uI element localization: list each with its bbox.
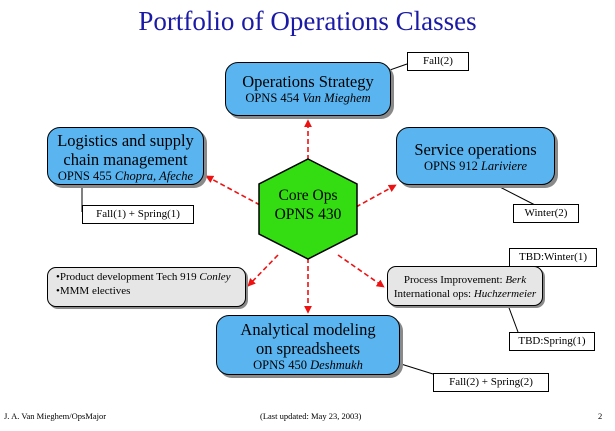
analytical-schedule-note: Fall(2) + Spring(2) (433, 373, 549, 392)
footer-last-updated: (Last updated: May 23, 2003) (260, 411, 362, 421)
logistics-box[interactable]: Logistics and supply chain management OP… (47, 127, 204, 185)
core-label: Core Ops OPNS 430 (258, 186, 358, 224)
process-box[interactable]: Process Improvement: Berk International … (387, 266, 543, 306)
analytical-code: OPNS 450 (253, 358, 307, 372)
logistics-code: OPNS 455 (57, 169, 112, 183)
electives-item1-instructor: Conley (199, 271, 231, 283)
service-box[interactable]: Service operations OPNS 912 Lariviere (396, 127, 555, 185)
logistics-instructor: Chopra, Afeche (114, 169, 194, 183)
service-code: OPNS 912 (423, 159, 478, 173)
strategy-course: OPNS 454 Van Mieghem (226, 91, 390, 106)
logistics-title-line2: chain management (63, 150, 188, 169)
process-line2: International ops: Huchzermeier (388, 287, 542, 301)
page-title: Portfolio of Operations Classes (138, 6, 477, 36)
strategy-schedule-note: Fall(2) (407, 52, 469, 71)
footer-page-number: 2 (598, 411, 603, 421)
service-schedule-note: Winter(2) (513, 204, 579, 223)
process-line1: Process Improvement: Berk (388, 273, 542, 287)
strategy-title: Operations Strategy (242, 72, 374, 91)
electives-item1: •Product development Tech 919 Conley (56, 270, 245, 284)
process-line2-instructor: Huchzermeier (473, 288, 537, 300)
service-title: Service operations (414, 140, 537, 159)
service-instructor: Lariviere (480, 159, 528, 173)
footer-author: J. A. Van Mieghem/OpsMajor (4, 411, 107, 421)
connector-service-note (497, 185, 536, 206)
electives-item2: •MMM electives (56, 285, 131, 297)
core-label-line1: Core Ops (278, 187, 338, 204)
analytical-title-line2: on spreadsheets (255, 339, 360, 358)
connector-process-bottom-note (507, 304, 519, 333)
analytical-course: OPNS 450 Deshmukh (217, 358, 399, 373)
process-line2-text: International ops: (393, 288, 472, 300)
logistics-title-line1: Logistics and supply (57, 131, 194, 150)
process-line1-instructor: Berk (505, 274, 527, 286)
connector-analytical-note (400, 363, 434, 375)
strategy-box[interactable]: Operations Strategy OPNS 454 Van Mieghem (225, 62, 391, 116)
electives-item1-text: •Product development Tech 919 (56, 271, 197, 283)
arrow-to-process (337, 254, 385, 288)
electives-box[interactable]: •Product development Tech 919 Conley •MM… (47, 267, 246, 307)
arrow-to-electives (247, 254, 279, 287)
logistics-course: OPNS 455 Chopra, Afeche (48, 169, 203, 184)
strategy-instructor: Van Mieghem (302, 91, 371, 105)
analytical-box[interactable]: Analytical modeling on spreadsheets OPNS… (216, 315, 400, 375)
arrow-to-logistics (205, 175, 261, 206)
analytical-title-line1: Analytical modeling (240, 320, 376, 339)
analytical-instructor: Deshmukh (310, 358, 363, 372)
process-schedule-bottom-note: TBD:Spring(1) (509, 332, 595, 351)
process-line1-text: Process Improvement: (403, 274, 503, 286)
logistics-schedule-note: Fall(1) + Spring(1) (82, 205, 194, 224)
strategy-code: OPNS 454 (245, 91, 300, 105)
core-label-line2: OPNS 430 (274, 206, 342, 223)
process-schedule-top-note: TBD:Winter(1) (509, 248, 597, 267)
arrow-to-service (355, 184, 397, 208)
core-hexagon[interactable] (258, 158, 358, 260)
service-course: OPNS 912 Lariviere (397, 159, 554, 174)
